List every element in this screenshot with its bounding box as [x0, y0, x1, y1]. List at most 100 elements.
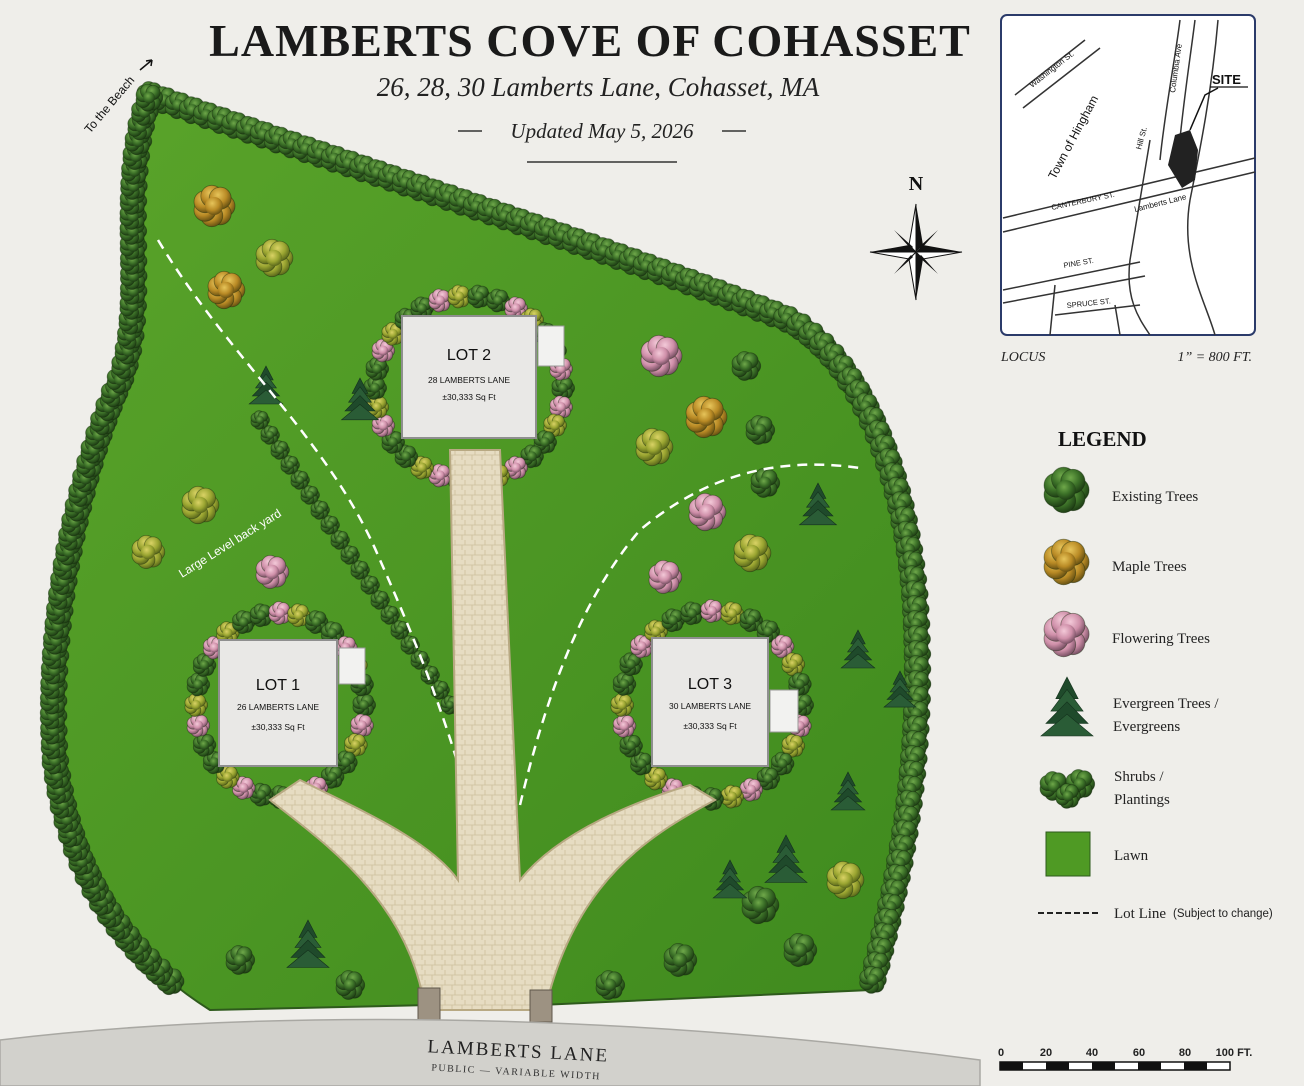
legend-shrub-icon — [1039, 771, 1070, 801]
interior-tree — [745, 415, 776, 445]
shrub-planting — [612, 714, 637, 738]
shrub-planting — [551, 376, 576, 400]
legend-maple-trees: Maple Trees — [1112, 559, 1187, 575]
interior-tree — [131, 535, 166, 570]
shrub-planting — [192, 653, 217, 677]
interior-tree — [255, 238, 294, 278]
interior-tree — [733, 533, 772, 573]
evergreen-tree — [840, 629, 876, 669]
hedge-shrub — [260, 425, 280, 445]
evergreen-tree — [286, 919, 330, 968]
locus-scale: 1” = 800 FT. — [1177, 350, 1252, 365]
scale-tick-40: 40 — [1086, 1047, 1098, 1059]
scale-tick-0: 0 — [998, 1047, 1004, 1059]
border-tree — [131, 98, 159, 126]
lot-3-name: LOT 3 — [688, 676, 732, 693]
shrub-planting — [249, 782, 274, 807]
gate-pillar-right — [529, 989, 553, 1023]
scale-tick-80: 80 — [1179, 1047, 1191, 1059]
shrub-planting — [644, 766, 668, 791]
evergreen-tree — [830, 771, 866, 811]
scale-tick-60: 60 — [1133, 1047, 1145, 1059]
legend-flowering-tree-icon — [1043, 610, 1090, 658]
shrub-planting — [365, 356, 390, 381]
hedge-shrub — [340, 545, 360, 565]
lot-1-pad — [218, 639, 366, 767]
shrub-planting — [612, 672, 637, 696]
legend-existing-trees: Existing Trees — [1112, 489, 1198, 505]
hedge-shrub — [420, 665, 440, 685]
interior-tree — [635, 427, 674, 467]
interior-tree — [731, 351, 762, 381]
legend-evergreen-1: Evergreen Trees / — [1113, 696, 1219, 712]
hedge-shrub — [360, 575, 380, 595]
lot-3-area: ±30,333 Sq Ft — [683, 721, 737, 731]
interior-tree — [783, 933, 818, 968]
interior-tree — [640, 334, 683, 378]
hedge-shrub — [370, 590, 390, 610]
legend-shrub-icon — [1055, 783, 1082, 809]
lot-1-area: ±30,333 Sq Ft — [251, 722, 305, 732]
updated-date: Updated May 5, 2026 — [510, 119, 694, 143]
interior-trees — [131, 184, 917, 1000]
border-tree — [859, 965, 887, 994]
legend-lawn-swatch — [1045, 831, 1091, 877]
scale-tick-20: 20 — [1040, 1047, 1052, 1059]
shrub-planting — [184, 693, 208, 717]
shrub-planting — [543, 413, 567, 438]
shrub-planting — [720, 601, 745, 626]
interior-tree — [335, 970, 366, 1000]
lot-line-east — [518, 463, 861, 806]
shrub-planting — [371, 338, 396, 363]
hedge-shrub — [320, 515, 340, 535]
interior-tree — [663, 943, 698, 978]
legend-swatches — [1039, 466, 1096, 877]
shrub-planting — [232, 776, 256, 800]
hedge-shrub — [380, 605, 400, 625]
interior-tree — [826, 860, 865, 900]
shrub-planting — [320, 765, 345, 789]
shrub-planting — [661, 608, 686, 633]
shrub-planting — [428, 463, 452, 488]
hedge-shrub — [330, 530, 350, 550]
interior-tree — [688, 492, 727, 532]
page-title: LAMBERTS COVE OF COHASSET — [209, 15, 971, 66]
compass-rose — [869, 203, 963, 301]
hedge-shrub — [430, 680, 450, 700]
shrub-planting — [447, 284, 472, 309]
shrub-planting — [788, 672, 812, 696]
lot-2-name: LOT 2 — [447, 347, 491, 364]
shrub-planting — [770, 634, 795, 659]
compass-north: N — [909, 173, 924, 195]
interior-tree — [225, 945, 256, 975]
legend-lot-line-note: (Subject to change) — [1173, 908, 1273, 920]
hedge-shrub — [300, 485, 320, 505]
scale-tick-100: 100 FT. — [1216, 1047, 1253, 1059]
shrub-planting — [781, 652, 806, 677]
shrub-planting — [739, 777, 764, 802]
shrub-planting — [371, 413, 396, 438]
locus-map — [1000, 14, 1256, 336]
locus-caption: LOCUS — [1000, 350, 1045, 365]
interior-tree — [181, 485, 220, 525]
shrub-planting — [232, 610, 256, 635]
border-tree — [135, 83, 164, 112]
shrub-planting — [520, 444, 544, 469]
evergreen-tree — [883, 670, 917, 708]
to-beach-arrow — [139, 59, 153, 71]
border-tree — [68, 479, 96, 507]
lot-3-address: 30 LAMBERTS LANE — [669, 701, 751, 711]
locus-site-parcel — [1168, 130, 1198, 188]
lot-2-area: ±30,333 Sq Ft — [442, 392, 496, 402]
lamberts-lane-road — [0, 1018, 981, 1086]
hedge-shrub — [280, 455, 300, 475]
shrub-planting — [720, 784, 745, 809]
interior-tree — [193, 184, 236, 228]
legend-evergreen-2: Evergreens — [1113, 719, 1180, 735]
shrub-planting — [770, 751, 795, 776]
shrub-planting — [428, 288, 452, 313]
shrub-planting — [287, 603, 311, 628]
hedge-shrub — [310, 500, 330, 520]
legend-existing-tree-icon — [1043, 466, 1090, 514]
